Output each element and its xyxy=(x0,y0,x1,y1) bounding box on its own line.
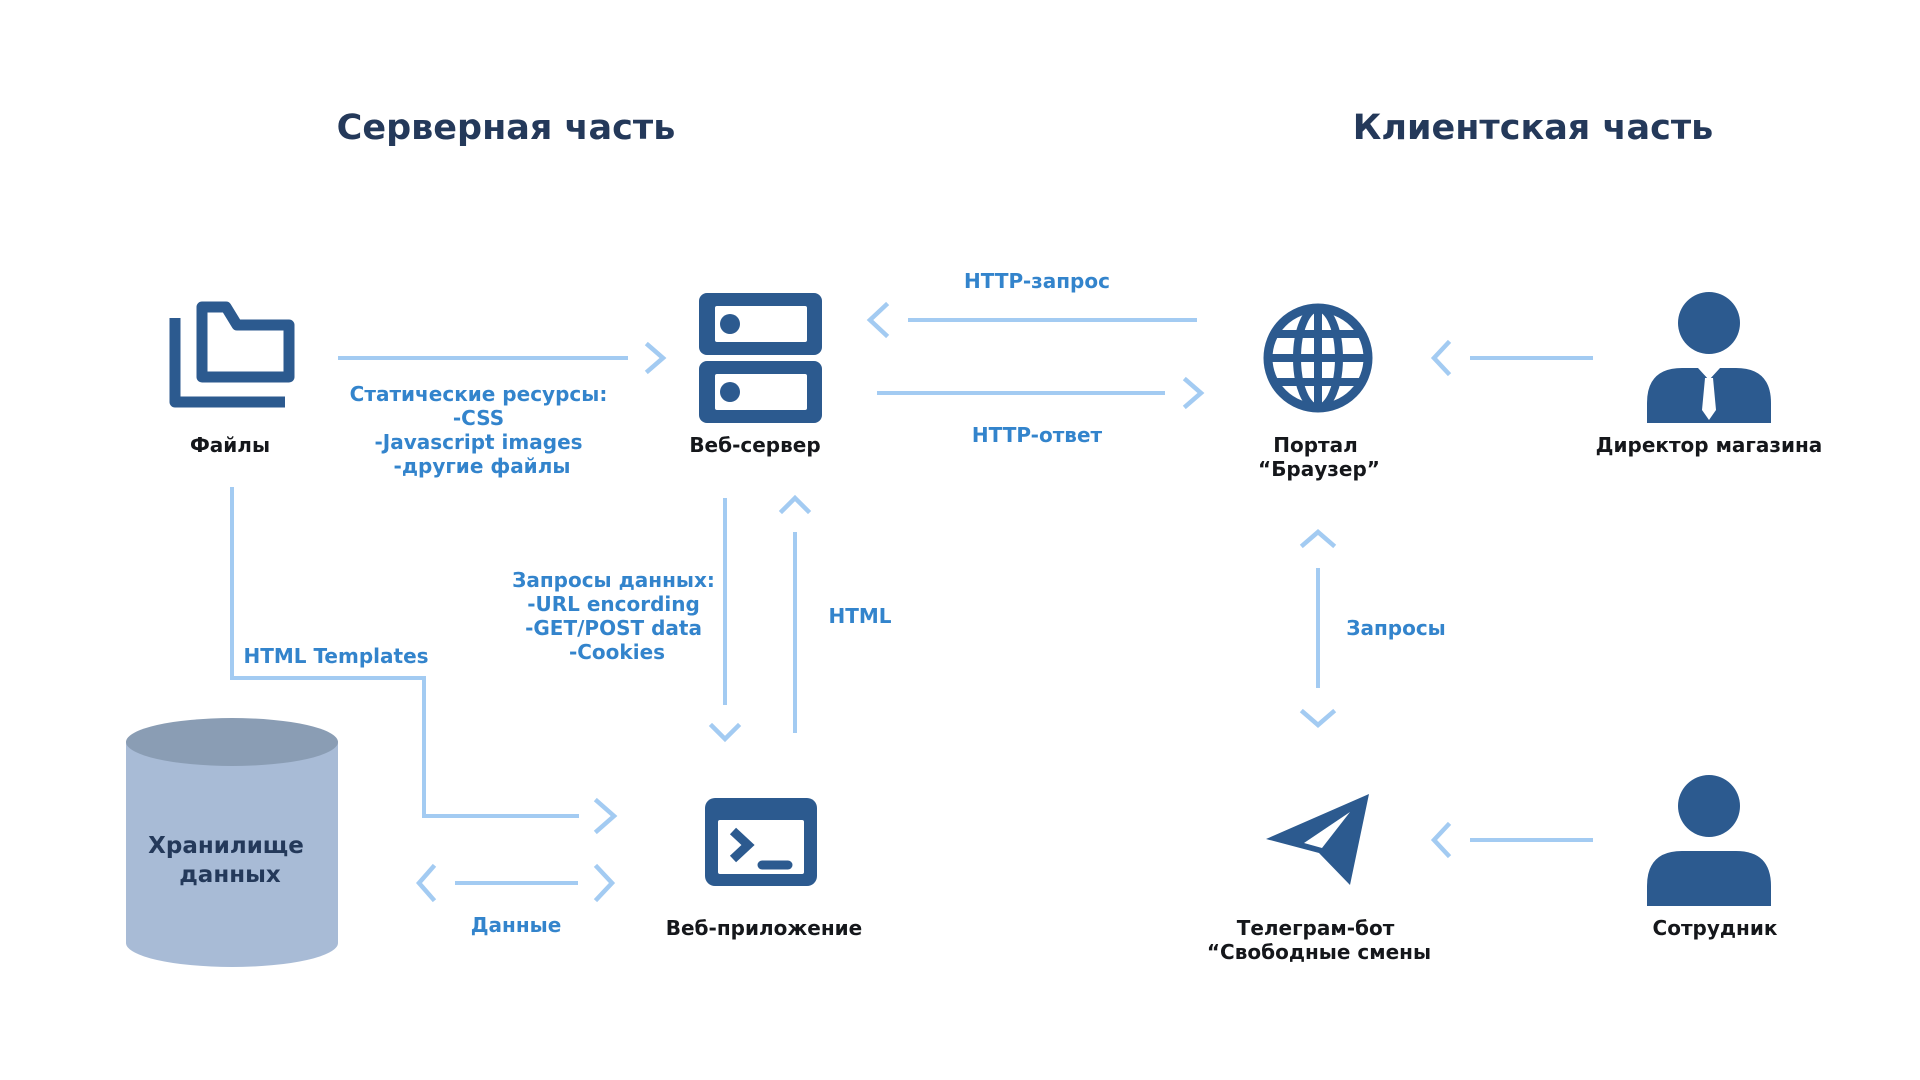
edge-portal-telegram xyxy=(1299,529,1337,728)
terminal-icon xyxy=(705,798,817,886)
edge-webserver-to-webapp xyxy=(708,498,742,743)
edge-files-to-webapp xyxy=(230,487,618,835)
http-response-label: HTTP-ответ xyxy=(972,423,1103,447)
businessman-icon xyxy=(1647,292,1771,423)
data-label: Данные xyxy=(471,913,562,937)
portal-node: Портал “Браузер” xyxy=(1258,303,1380,481)
edge-director-to-portal xyxy=(1430,339,1593,377)
folders-icon xyxy=(169,301,295,408)
requests-label: Запросы xyxy=(1346,616,1446,640)
webserver-label: Веб-сервер xyxy=(689,433,820,457)
edge-files-to-webserver xyxy=(338,341,667,375)
globe-icon xyxy=(1263,303,1373,413)
edge-webapp-to-webserver xyxy=(778,494,812,733)
server-icon xyxy=(699,293,822,423)
http-request-label: HTTP-запрос xyxy=(964,269,1110,293)
client-section-title: Клиентская часть xyxy=(1353,108,1714,148)
webserver-node: Веб-сервер xyxy=(689,293,822,457)
employee-label: Сотрудник xyxy=(1653,916,1778,940)
database-icon xyxy=(126,718,338,967)
data-requests-label: Запросы данных: -URL encording -GET/POST… xyxy=(512,568,722,664)
telegram-node: Телеграм-бот “Свободные смены xyxy=(1207,794,1431,964)
telegram-label: Телеграм-бот “Свободные смены xyxy=(1207,916,1431,964)
director-label: Директор магазина xyxy=(1596,433,1823,457)
edge-portal-to-webserver xyxy=(866,301,1197,339)
edge-webserver-to-portal xyxy=(877,376,1205,410)
server-section-title: Серверная часть xyxy=(337,108,676,148)
html-label: HTML xyxy=(828,604,891,628)
storage-label: Хранилище данных xyxy=(148,833,312,888)
portal-label: Портал “Браузер” xyxy=(1258,433,1380,481)
files-label: Файлы xyxy=(190,433,270,457)
webapp-node: Веб-приложение xyxy=(666,798,862,940)
static-resources-label: Статические ресурсы: -CSS -Javascript im… xyxy=(350,382,615,478)
edge-employee-to-telegram xyxy=(1430,821,1593,859)
employee-node: Сотрудник xyxy=(1647,775,1778,940)
edge-storage-webapp xyxy=(416,863,616,903)
webapp-label: Веб-приложение xyxy=(666,916,862,940)
storage-node: Хранилище данных xyxy=(126,718,338,967)
user-icon xyxy=(1647,775,1771,906)
html-templates-label: HTML Templates xyxy=(243,644,428,668)
telegram-icon xyxy=(1266,794,1369,885)
files-node: Файлы xyxy=(169,301,295,457)
director-node: Директор магазина xyxy=(1596,292,1823,457)
